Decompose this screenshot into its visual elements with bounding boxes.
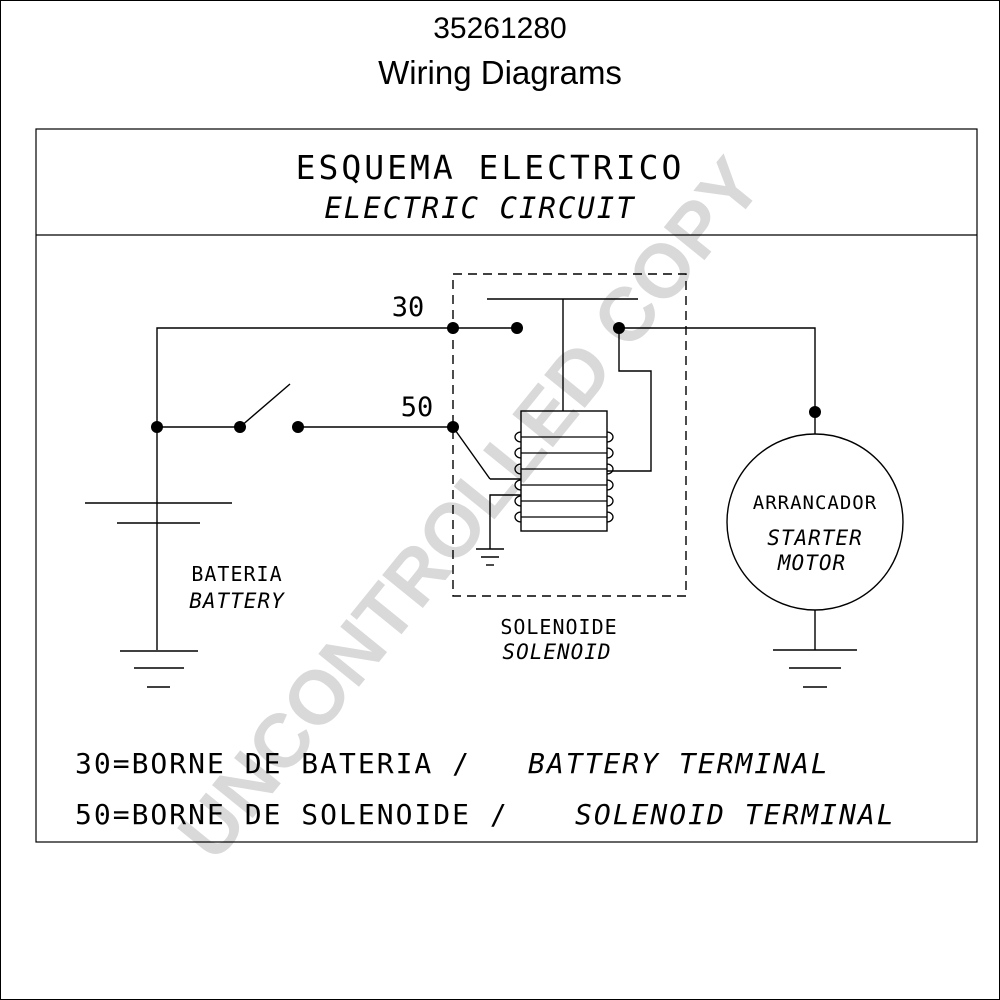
junction-switch-out [292,421,304,433]
label-solenoid-es: SOLENOIDE [500,615,617,639]
ignition-switch-blade [239,383,291,428]
wire-to-starter [619,327,816,412]
winding-3 [514,463,614,475]
wire-50-to-coil [452,426,491,480]
label-battery-en: BATTERY [189,589,285,613]
junction-contact-30 [511,322,523,334]
junction-starter [809,406,821,418]
legend: 30=BORNE DE BATERIA / BATTERY TERMINAL 5… [75,747,896,831]
label-solenoid-en: SOLENOID [502,640,611,664]
diagram-title-es: ESQUEMA ELECTRICO [296,148,685,187]
coil-windings [514,431,614,523]
junction-dots [151,322,821,433]
winding-4 [514,479,614,491]
starter-motor-circle [726,433,904,611]
wire-coil-ground [489,494,521,549]
legend-50-es: 50=BORNE DE SOLENOIDE / [75,798,509,831]
wire-coil-return [607,328,652,472]
junction-terminal-30 [447,322,459,334]
label-terminal-30: 30 [392,292,425,323]
wire-terminal-30 [156,327,517,650]
legend-30-es: 30=BORNE DE BATERIA / [75,747,471,780]
legend-30-en: BATTERY TERMINAL [528,747,830,780]
junction-terminal-50 [447,421,459,433]
diagram-frame [35,128,978,843]
label-terminal-50: 50 [401,392,434,423]
label-starter-es: ARRANCADOR [753,492,877,514]
junction-battery [151,421,163,433]
label-battery-es: BATERIA [191,562,282,586]
document-number: 35261280 [433,12,567,45]
label-starter-en-2: MOTOR [777,551,846,575]
wiring [85,298,904,688]
solenoid-enclosure [452,273,687,597]
document-title: Wiring Diagrams [378,54,622,91]
junction-switch-in [234,421,246,433]
winding-2 [514,447,614,459]
junction-contact-motor [613,322,625,334]
legend-50-en: SOLENOID TERMINAL [575,798,896,831]
diagram-title-en: ELECTRIC CIRCUIT [324,191,635,225]
label-starter-en-1: STARTER [767,526,863,550]
winding-5 [514,495,614,507]
winding-6 [514,511,614,523]
winding-1 [514,431,614,443]
